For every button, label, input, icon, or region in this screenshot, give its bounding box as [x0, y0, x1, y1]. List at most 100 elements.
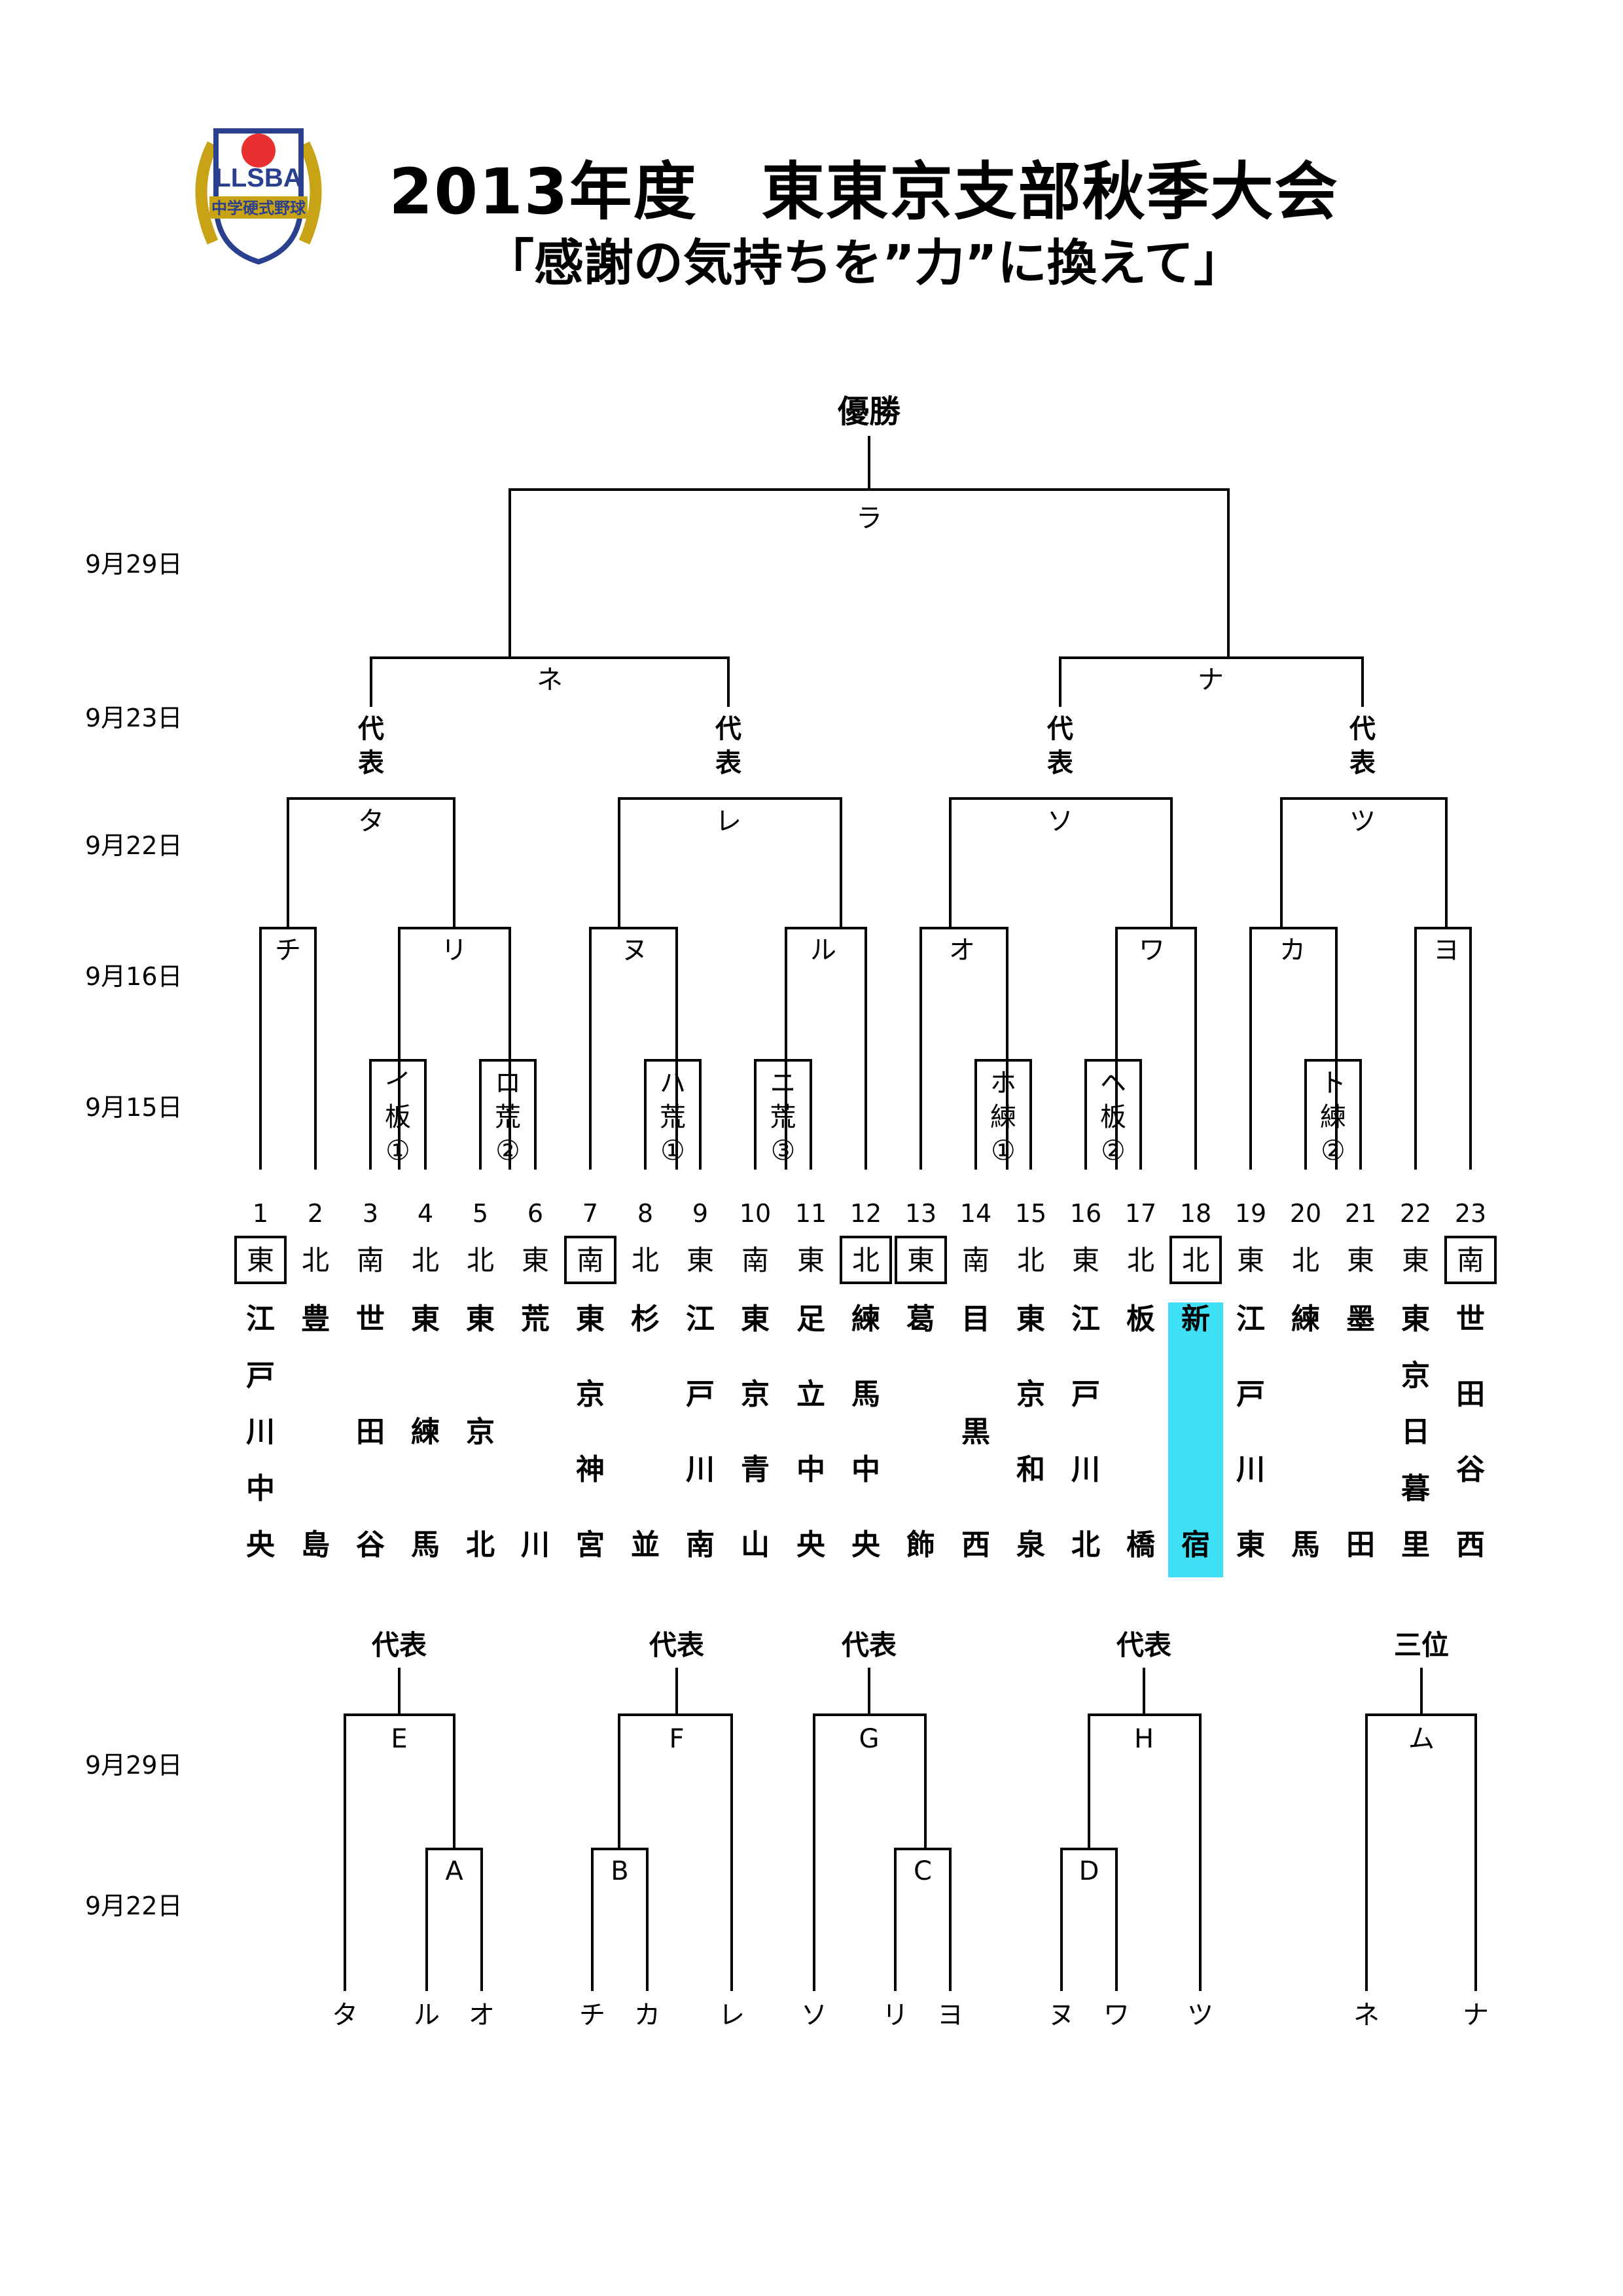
team-name-char: 並 — [631, 1528, 660, 1562]
team-number: 1 — [253, 1199, 268, 1228]
r1-match-venue: 荒 — [495, 1102, 521, 1132]
qf-match-label: ソ — [1047, 806, 1073, 836]
r1-match-number: ② — [495, 1134, 520, 1166]
team-district: 南 — [357, 1244, 384, 1276]
lower-leaf-label: ソ — [801, 2000, 827, 2030]
r1-match-venue: 荒 — [770, 1102, 796, 1132]
team-name-char: 青 — [741, 1453, 770, 1486]
team-name-char: 橋 — [1126, 1528, 1155, 1562]
r2-match-label: ル — [810, 935, 836, 965]
team-number: 20 — [1290, 1199, 1321, 1228]
team-name-char: 江 — [246, 1302, 275, 1336]
team-number: 12 — [850, 1199, 882, 1228]
lower-leaf-label: カ — [634, 2000, 660, 2030]
team-number: 11 — [795, 1199, 827, 1228]
team-name-char: 田 — [1346, 1528, 1375, 1562]
team-name-char: 日 — [1401, 1416, 1430, 1449]
team-name-char: 谷 — [356, 1528, 385, 1562]
logo-banner — [209, 196, 308, 219]
team-district: 東 — [687, 1244, 714, 1276]
logo-ball — [241, 134, 276, 168]
r1-match-number: ② — [1101, 1134, 1126, 1166]
qf-match-label: タ — [358, 806, 384, 836]
team-district: 北 — [302, 1244, 329, 1276]
team-number: 5 — [473, 1199, 488, 1228]
team-number: 19 — [1235, 1199, 1266, 1228]
team-district: 南 — [577, 1244, 604, 1276]
r2-match-label: チ — [275, 935, 301, 965]
team-name-char: 京 — [1401, 1359, 1430, 1392]
team-district: 北 — [467, 1244, 494, 1276]
team-name-char: 練 — [1291, 1302, 1320, 1336]
team-name-char: 川 — [686, 1453, 715, 1486]
qf-match-label: ツ — [1349, 806, 1376, 836]
logo-subtext: 中学硬式野球 — [211, 199, 306, 217]
lower-leaf-label: ル — [414, 2000, 440, 2030]
round-date-label: 9月23日 — [85, 704, 183, 732]
r1-match-kana: イ — [385, 1068, 411, 1098]
team-number: 14 — [960, 1199, 991, 1228]
team-district: 東 — [522, 1244, 549, 1276]
team-name-char: 東 — [1401, 1302, 1430, 1336]
lower-leaf-label: ヨ — [937, 2000, 963, 2030]
representative-label: 表 — [358, 748, 384, 778]
team-district: 東 — [247, 1244, 274, 1276]
r1-match-kana: ハ — [660, 1068, 686, 1098]
r2-match-label: ワ — [1139, 935, 1165, 965]
team-name-char: 黒 — [961, 1416, 990, 1449]
representative-label: 代 — [357, 714, 384, 744]
team-name-char: 戸 — [1236, 1378, 1265, 1411]
team-name-char: 島 — [301, 1528, 330, 1562]
team-name-char: 中 — [796, 1453, 825, 1486]
team-name-char: 江 — [686, 1302, 715, 1336]
r1-match-number: ① — [385, 1134, 410, 1166]
lower-leaf-label: レ — [719, 2000, 745, 2030]
lower-leaf-label: チ — [579, 2000, 605, 2030]
team-name-char: 東 — [741, 1302, 770, 1336]
team-name-char: 北 — [1071, 1528, 1100, 1562]
team-name-char: 央 — [851, 1528, 881, 1562]
team-number: 4 — [418, 1199, 433, 1228]
team-district: 南 — [1457, 1244, 1484, 1276]
team-name-char: 杉 — [631, 1302, 660, 1336]
team-name-char: 世 — [1456, 1302, 1485, 1336]
representative-label: 代 — [1046, 714, 1073, 744]
team-number: 7 — [582, 1199, 598, 1228]
lower-leaf-label: オ — [469, 2000, 495, 2030]
league-logo: LLSBA 中学硬式野球 — [195, 128, 322, 265]
team-district: 北 — [852, 1244, 880, 1276]
lower-bracket-title: 代表 — [371, 1629, 427, 1661]
r1-match-venue: 練 — [990, 1102, 1016, 1132]
district-box — [895, 1236, 947, 1284]
representative-label: 代 — [715, 714, 741, 744]
r2-match-label: カ — [1279, 935, 1306, 965]
r2-match-label: ヌ — [622, 935, 648, 965]
lower-leaf-label: ツ — [1187, 2000, 1213, 2030]
team-name-char: 暮 — [1401, 1472, 1431, 1505]
team-name-char: 谷 — [1456, 1453, 1485, 1486]
representative-label: 代 — [1349, 714, 1376, 744]
page-title: 2013年度 東東京支部秋季大会 — [389, 155, 1339, 228]
team-number: 9 — [692, 1199, 708, 1228]
district-box — [564, 1236, 616, 1284]
district-box — [1444, 1236, 1497, 1284]
team-name-char: 馬 — [411, 1528, 440, 1562]
team-district: 北 — [1017, 1244, 1044, 1276]
team-name-char: 西 — [961, 1528, 990, 1562]
team-district: 東 — [1072, 1244, 1099, 1276]
team-name-char: 足 — [796, 1302, 825, 1336]
team-name-char: 央 — [246, 1528, 276, 1562]
team-name-char: 京 — [576, 1378, 605, 1411]
team-number: 3 — [363, 1199, 378, 1228]
round-date-label: 9月29日 — [85, 550, 183, 579]
lower-upper-label: H — [1134, 1724, 1154, 1754]
team-name-char: 和 — [1016, 1453, 1045, 1486]
r1-match-venue: 荒 — [660, 1102, 686, 1132]
representative-label: 表 — [715, 748, 741, 778]
team-name-char: 川 — [1236, 1453, 1265, 1486]
team-name-char: 荒 — [521, 1302, 550, 1336]
team-name-char: 江 — [1236, 1302, 1265, 1336]
team-district: 東 — [797, 1244, 825, 1276]
team-number: 10 — [740, 1199, 771, 1228]
champion-label: 優勝 — [837, 393, 901, 430]
